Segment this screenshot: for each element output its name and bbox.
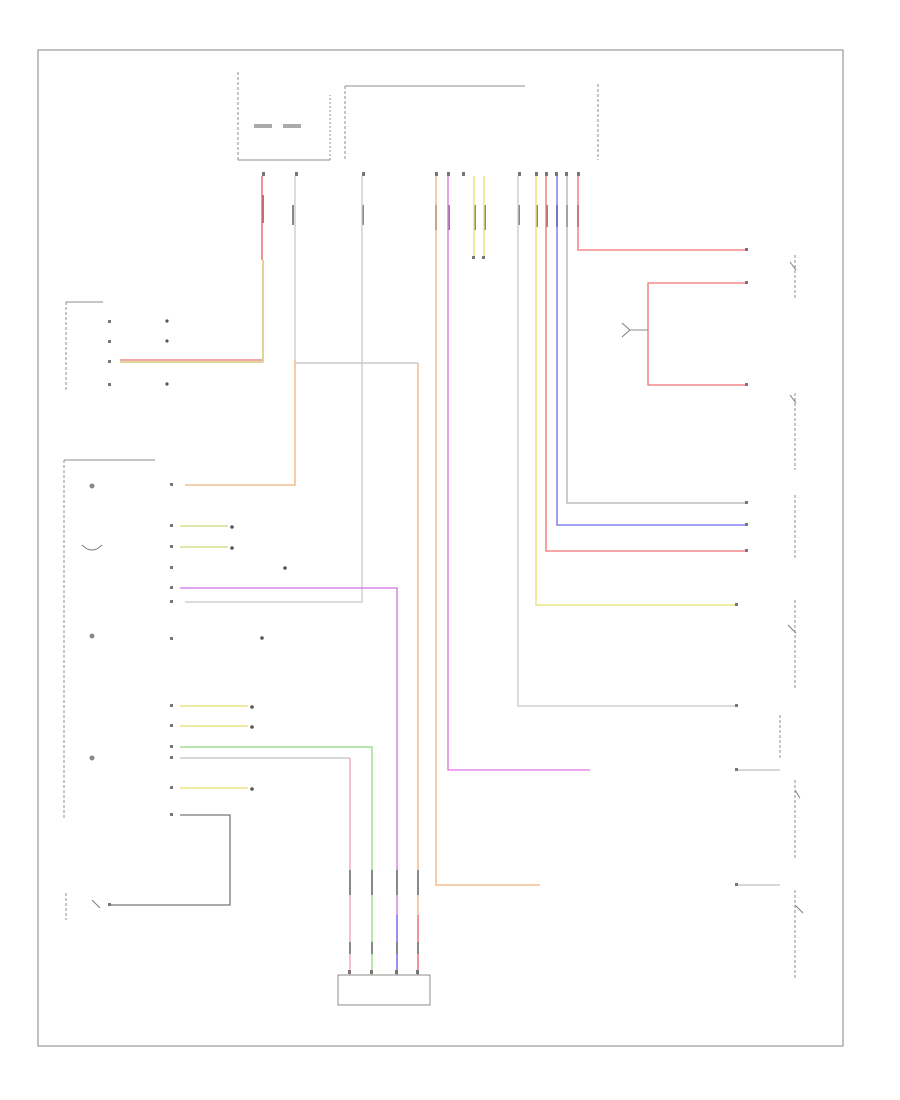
instrument-cluster	[63, 459, 287, 820]
wire-red-right-top	[577, 176, 745, 251]
wire-blue-right	[556, 176, 745, 526]
wire-yellow-right	[535, 176, 735, 606]
wire-orange-center	[435, 176, 540, 886]
right-group-6	[735, 883, 804, 980]
wire-orange-cluster-batt	[185, 360, 296, 486]
wire-green-long	[180, 746, 373, 975]
wire-gray-right2	[566, 176, 745, 504]
bottom-left-device	[65, 893, 111, 920]
right-group-4	[735, 600, 797, 690]
wire-black-cluster-bottom	[110, 814, 231, 906]
right-group-2	[745, 281, 797, 470]
wire-gray-center	[185, 176, 363, 603]
right-group-1	[745, 248, 797, 300]
top-connector-pins	[262, 172, 580, 176]
wire-red-loop	[647, 282, 745, 386]
wire-violet-center	[447, 176, 590, 771]
bottom-module	[337, 870, 431, 1006]
wire-gray-right1	[517, 176, 735, 707]
right-group-3	[745, 495, 796, 560]
wire-red-right-relay	[545, 176, 745, 552]
engine-module	[65, 301, 169, 390]
center-small-device	[472, 256, 485, 259]
fuse-box-top	[237, 72, 330, 161]
center-module	[344, 85, 525, 160]
wire-violet-cluster	[180, 587, 398, 975]
wire-yellowgreen-engine	[120, 260, 264, 363]
relay-symbol	[621, 322, 648, 338]
right-group-5	[735, 704, 801, 860]
diagram-frame	[37, 49, 844, 1047]
top-vertical-labels	[262, 195, 579, 230]
